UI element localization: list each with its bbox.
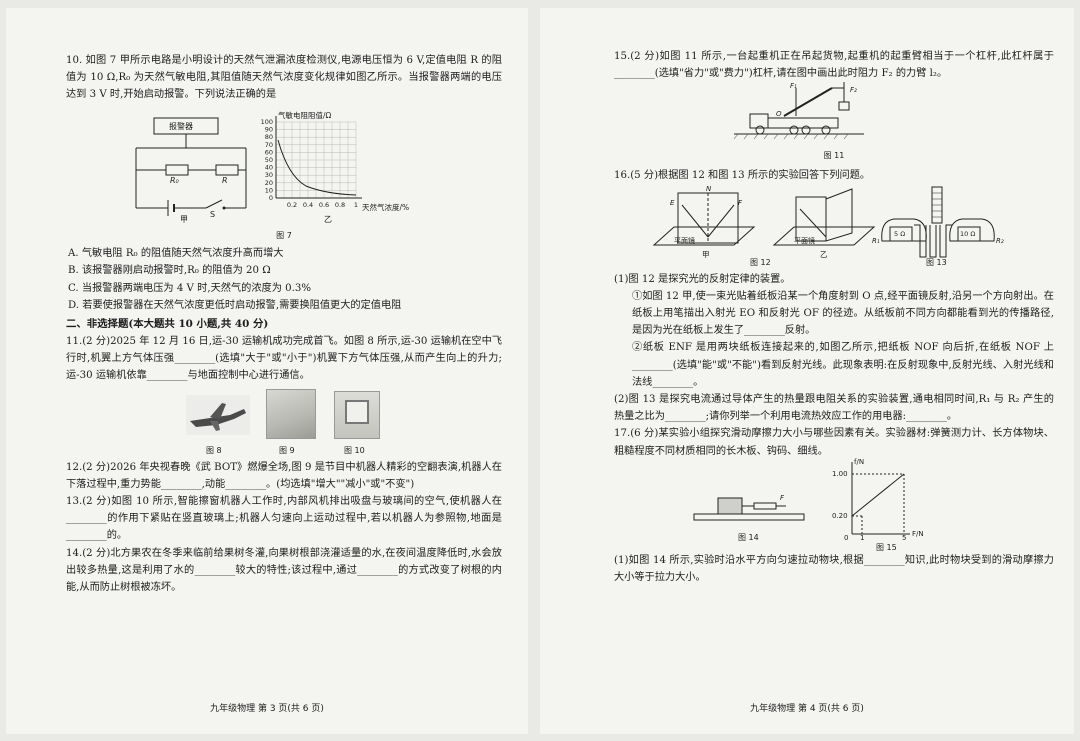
normal-n-label: N xyxy=(706,184,712,193)
svg-text:0.8: 0.8 xyxy=(335,201,345,209)
figure-14-caption: 图 14 xyxy=(738,532,759,542)
circuit-sublabel: 甲 xyxy=(180,214,188,224)
pull-force-label: F xyxy=(780,493,785,502)
svg-text:1: 1 xyxy=(354,201,358,209)
r0-label: R₀ xyxy=(170,175,179,185)
figure-8-caption: 图 8 xyxy=(206,445,222,455)
svg-text:60: 60 xyxy=(265,148,273,156)
graph-xlabel: 天然气浓度/% xyxy=(362,202,410,212)
page-footer-right: 九年级物理 第 4 页(共 6 页) xyxy=(750,704,864,714)
e-label: E xyxy=(670,198,675,207)
f1-label: F₁ xyxy=(790,82,797,91)
question-10: 10. 如图 7 甲所示电路是小明设计的天然气泄漏浓度检测仪,电源电压恒为 6 … xyxy=(66,55,502,101)
figure-13-caption: 图 13 xyxy=(926,257,947,267)
r-label: R xyxy=(222,175,228,185)
r2-label: R₂ xyxy=(996,236,1004,245)
svg-text:40: 40 xyxy=(265,163,273,171)
question-16-part-1b: ②纸板 ENF 是用两块纸板连接起来的,如图乙所示,把纸板 NOF 向后折,在纸… xyxy=(632,342,1054,388)
svg-text:100: 100 xyxy=(261,118,273,126)
question-17-part-1: (1)如图 14 所示,实验时沿水平方向匀速拉动物块,根据________知识,… xyxy=(614,554,1054,584)
mirror-label-a: 平面镜 xyxy=(674,236,695,245)
svg-text:0.6: 0.6 xyxy=(319,201,329,209)
alarm-label: 报警器 xyxy=(169,121,193,131)
friction-setup-and-graph xyxy=(693,461,910,535)
f-label: F xyxy=(738,198,743,207)
option-d: D. 若要使报警器在天然气浓度更低时启动报警,需要换阻值更大的定值电阻 xyxy=(68,300,402,312)
crane-drawing xyxy=(733,82,864,140)
option-b: B. 该报警器刚启动报警时,R₀ 的阻值为 20 Ω xyxy=(68,265,271,277)
svg-text:0.2: 0.2 xyxy=(287,201,297,209)
svg-text:80: 80 xyxy=(265,133,273,141)
tick-0: 0 xyxy=(844,533,849,542)
pivot-label: O xyxy=(776,110,782,119)
exam-page-4: 15.(2 分)如图 11 所示,一台起重机正在吊起货物,起重机的起重臂相当于一… xyxy=(540,8,1074,734)
question-15: 15.(2 分)如图 11 所示,一台起重机正在吊起货物,起重机的起重臂相当于一… xyxy=(614,51,1054,80)
question-16-part-1: (1)图 12 是探究光的反射定律的装置。 xyxy=(614,273,791,285)
figure-12-13: 平面镜 平面镜 N E F 甲 乙 R₁ 5 Ω R₂ 10 Ω 图 12 图 … xyxy=(614,185,1054,267)
f-axis-label: f/N xyxy=(854,457,865,466)
section-heading: 二、非选择题(本大题共 10 小题,共 40 分) xyxy=(66,317,269,330)
figure-9-caption: 图 9 xyxy=(279,445,295,455)
option-a: A. 气敏电阻 R₀ 的阻值随天然气浓度升高而增大 xyxy=(68,247,284,259)
r1-value: 5 Ω xyxy=(894,229,906,238)
svg-text:20: 20 xyxy=(265,178,273,186)
photo-row: 图 8 图 9 图 10 xyxy=(66,388,502,459)
svg-text:0: 0 xyxy=(269,194,273,202)
figure-11-caption: 图 11 xyxy=(823,151,845,161)
mirror-label-b: 平面镜 xyxy=(794,236,815,245)
figure-14-15: F f/N F/N 1.00 0.20 0 1 5 图 14 图 15 xyxy=(614,457,1054,552)
fig12-sub-yi: 乙 xyxy=(820,249,828,259)
question-13: 13.(2 分)如图 10 所示,智能擦窗机器人工作时,内部风机排出吸盘与玻璃间… xyxy=(66,496,502,542)
question-11: 11.(2 分)2025 年 12 月 16 日,运-30 运输机成功完成首飞。… xyxy=(66,335,502,382)
x-tick-labels: 0.2 0.4 0.6 0.8 1 xyxy=(287,201,358,209)
fig12-sub-jia: 甲 xyxy=(702,249,710,259)
page-footer: 九年级物理 第 3 页(共 6 页) xyxy=(210,704,324,714)
graph-ylabel: 气敏电阻阻值/Ω xyxy=(278,110,332,120)
question-16-part-2: (2)图 13 是探究电流通过导体产生的热量跟电阻关系的实验装置,通电相同时间,… xyxy=(614,394,1054,423)
figure-11: F₁ F₂ O xyxy=(614,82,1054,148)
question-14: 14.(2 分)北方果农在冬季来临前给果树冬灌,向果树根部浇灌适量的水,在夜间温… xyxy=(66,547,502,594)
reflection-and-heating-apparatus xyxy=(652,186,995,258)
figure-7-caption: 图 7 xyxy=(276,230,292,240)
window-robot-photo xyxy=(334,390,380,439)
svg-text:50: 50 xyxy=(265,156,273,164)
aircraft-photo xyxy=(186,394,250,435)
switch-label: S xyxy=(210,209,216,219)
figure-12-caption: 图 12 xyxy=(750,257,771,267)
svg-text:0.4: 0.4 xyxy=(303,201,313,209)
question-12: 12.(2 分)2026 年央视春晚《武 BOT》燃爆全场,图 9 是节目中机器… xyxy=(66,461,502,490)
r2-value: 10 Ω xyxy=(960,229,976,238)
option-c: C. 当报警器两端电压为 4 V 时,天然气的浓度为 0.3% xyxy=(68,282,312,294)
figure-15-caption: 图 15 xyxy=(876,542,897,552)
figure-10-caption: 图 10 xyxy=(344,445,365,455)
graph-grid xyxy=(276,121,357,198)
robot-photo xyxy=(266,388,316,439)
tick-1: 1 xyxy=(860,533,865,542)
exam-page-3: 10. 如图 7 甲所示电路是小明设计的天然气泄漏浓度检测仪,电源电压恒为 6 … xyxy=(6,8,528,734)
svg-text:90: 90 xyxy=(265,125,273,133)
svg-text:10: 10 xyxy=(265,186,273,194)
tick-1-00: 1.00 xyxy=(832,469,848,478)
question-16-part-1a: ①如图 12 甲,使一束光贴着纸板沿某一个角度射到 O 点,经平面镜反射,沿另一… xyxy=(632,290,1054,337)
tick-5: 5 xyxy=(902,533,907,542)
graph-sublabel: 乙 xyxy=(324,214,332,224)
bigf-axis-label: F/N xyxy=(912,529,924,538)
svg-text:70: 70 xyxy=(265,140,273,148)
question-17: 17.(6 分)某实验小组探究滑动摩擦力大小与哪些因素有关。实验器材:弹簧测力计… xyxy=(614,428,1054,457)
svg-text:30: 30 xyxy=(265,171,273,179)
r1-label: R₁ xyxy=(872,236,880,245)
f2-label: F₂ xyxy=(850,86,857,95)
tick-0-20: 0.20 xyxy=(832,511,848,520)
question-16: 16.(5 分)根据图 12 和图 13 所示的实验回答下列问题。 xyxy=(614,170,871,182)
